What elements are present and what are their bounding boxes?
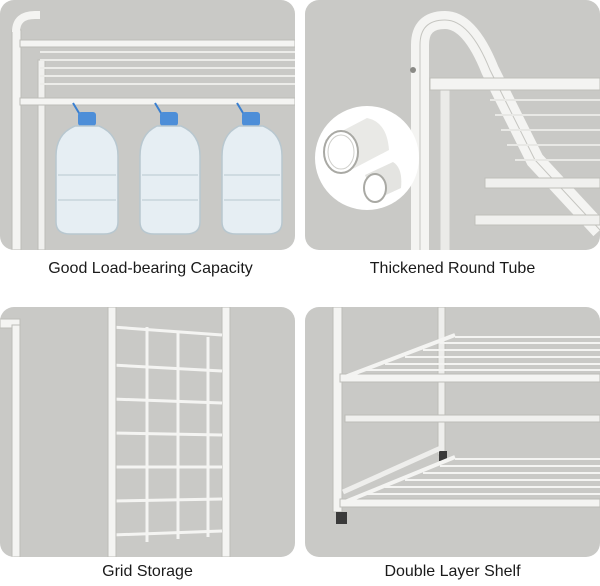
load-bearing-image: [0, 0, 295, 250]
upper-shelf: [339, 333, 600, 423]
round-tube-illustration: [315, 10, 600, 250]
water-bottle: [221, 102, 283, 235]
caption-round-tube: Thickened Round Tube: [369, 260, 536, 277]
caption-grid-storage: Grid Storage: [102, 563, 193, 580]
double-shelf-image: [305, 307, 600, 557]
grid-storage-image: [0, 307, 295, 557]
caption-load-bearing: Good Load-bearing Capacity: [48, 260, 253, 277]
lower-shelf: [339, 444, 600, 508]
double-shelf-illustration: [332, 307, 600, 524]
tube-closeup-icon: [315, 106, 419, 210]
load-bearing-illustration: [11, 11, 295, 250]
round-tube-image: [305, 0, 600, 250]
water-bottle: [139, 102, 201, 235]
grid-storage-illustration: [0, 307, 231, 557]
caption-double-shelf: Double Layer Shelf: [384, 563, 521, 580]
grid-panel: [110, 307, 223, 557]
water-bottle: [55, 102, 119, 235]
